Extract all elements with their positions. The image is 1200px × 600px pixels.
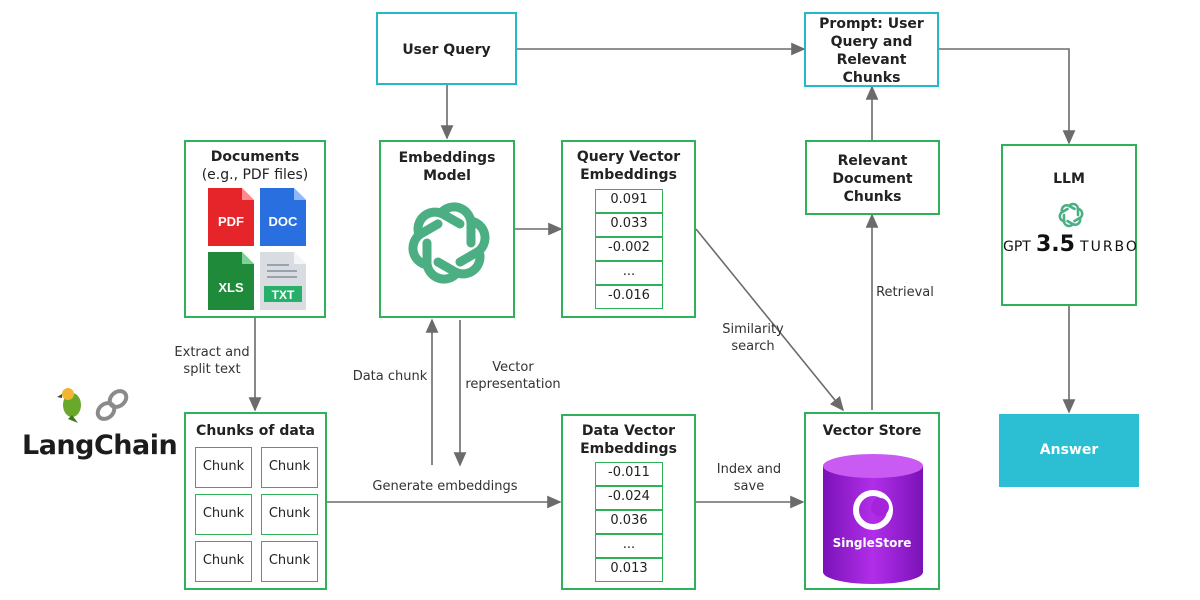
label-data-chunk: Data chunk (352, 369, 428, 384)
gpt-label: GPT (1003, 239, 1031, 255)
label-retrieval: Retrieval (876, 285, 934, 300)
label-generate: Generate embeddings (372, 479, 518, 494)
vector-store-title: Vector Store (822, 423, 922, 439)
embeddings-model-title-2: Model (423, 168, 471, 184)
chunk-item: Chunk (195, 494, 252, 535)
chunk-item: Chunk (195, 447, 252, 488)
pdf-file-icon: PDF (208, 188, 254, 246)
query-vector-title-2: Embeddings (580, 167, 677, 183)
data-vector-title-2: Embeddings (580, 441, 677, 457)
query-vector-value: 0.091 (595, 189, 663, 213)
label-similarity-2: search (731, 339, 775, 354)
langchain-logo (54, 385, 134, 425)
label-vector-rep-2: representation (465, 377, 561, 392)
xls-file-icon: XLS (208, 252, 254, 310)
data-vector-box: Data Vector Embeddings -0.011 -0.024 0.0… (561, 414, 696, 590)
data-vector-value: -0.024 (595, 486, 663, 510)
arrow-prompt-to-llm (939, 48, 1076, 145)
chunks-box: Chunks of data Chunk Chunk Chunk Chunk C… (184, 412, 327, 590)
chunk-item: Chunk (195, 541, 252, 582)
relevant-line-1: Relevant (837, 153, 908, 169)
openai-small-icon (1058, 202, 1084, 228)
llm-box: LLM GPT 3.5 TURBO (1001, 144, 1137, 306)
documents-title: Documents (210, 149, 300, 165)
relevant-line-2: Document (832, 171, 913, 187)
data-vector-value: 0.013 (595, 558, 663, 582)
chunk-item: Chunk (261, 494, 318, 535)
prompt-line-2: Query and (830, 34, 913, 50)
prompt-line-4: Chunks (842, 70, 901, 86)
svg-text:DOC: DOC (269, 214, 299, 229)
data-vector-value: 0.036 (595, 510, 663, 534)
svg-text:PDF: PDF (218, 214, 244, 229)
query-vector-box: Query Vector Embeddings 0.091 0.033 -0.0… (561, 140, 696, 318)
query-vector-value: -0.016 (595, 285, 663, 309)
singlestore-label: SingleStore (832, 536, 912, 550)
relevant-chunks-box: Relevant Document Chunks (805, 140, 940, 215)
svg-text:XLS: XLS (218, 280, 244, 295)
llm-title: LLM (1053, 171, 1085, 187)
user-query-title: User Query (402, 42, 491, 58)
label-index-1: Index and (716, 462, 782, 477)
label-extract-2: split text (183, 362, 241, 377)
gpt-turbo: TURBO (1080, 239, 1139, 255)
doc-file-icon: DOC (260, 188, 306, 246)
query-vector-value: -0.002 (595, 237, 663, 261)
brand-name: LangChain (22, 430, 178, 461)
txt-file-icon: TXT (260, 252, 306, 310)
documents-box: Documents (e.g., PDF files) PDF DOC XLS … (184, 140, 326, 318)
embeddings-model-title-1: Embeddings (398, 150, 496, 166)
label-index-2: save (733, 479, 765, 494)
prompt-box: Prompt: User Query and Relevant Chunks (804, 12, 939, 87)
user-query-box: User Query (376, 12, 517, 85)
relevant-line-3: Chunks (843, 189, 902, 205)
parrot-chain-icon (57, 388, 129, 423)
chunk-item: Chunk (261, 541, 318, 582)
gpt-model-name: GPT 3.5 TURBO (1003, 232, 1137, 257)
chunks-title: Chunks of data (196, 423, 315, 439)
embeddings-model-box: Embeddings Model (379, 140, 515, 318)
arrow-query-vector-to-store (695, 228, 845, 412)
query-vector-value: 0.033 (595, 213, 663, 237)
data-vector-value: ... (595, 534, 663, 558)
database-cylinder-icon (823, 454, 923, 584)
prompt-line-1: Prompt: User (819, 16, 924, 32)
chunk-item: Chunk (261, 447, 318, 488)
data-vector-title-1: Data Vector (581, 423, 676, 439)
data-vector-value: -0.011 (595, 462, 663, 486)
svg-text:TXT: TXT (272, 288, 295, 302)
label-similarity-1: Similarity (722, 322, 784, 337)
label-extract-1: Extract and (174, 345, 250, 360)
query-vector-value: ... (595, 261, 663, 285)
answer-box: Answer (999, 414, 1139, 487)
documents-subtitle: (e.g., PDF files) (201, 167, 309, 183)
label-vector-rep-1: Vector (492, 360, 534, 375)
openai-logo-icon (408, 202, 490, 284)
gpt-version: 3.5 (1035, 232, 1075, 257)
query-vector-title-1: Query Vector (576, 149, 681, 165)
vector-store-box: Vector Store SingleStore (804, 412, 940, 590)
prompt-line-3: Relevant (836, 52, 907, 68)
